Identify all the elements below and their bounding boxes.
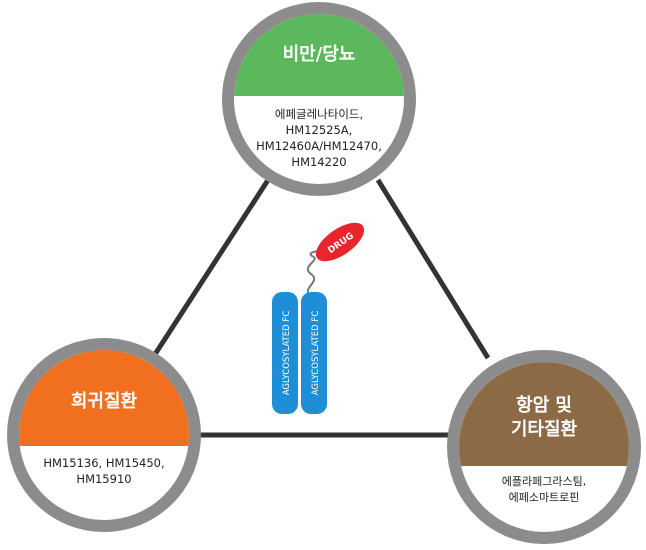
- node-rare-disease: 희귀질환 HM15136, HM15450, HM15910: [7, 338, 201, 532]
- fc-left-label: AGLYCOSYLATED FC: [282, 311, 292, 396]
- edge-top-left: [147, 178, 271, 364]
- linker-wave: [306, 250, 327, 297]
- fc-chain-left: [272, 292, 298, 414]
- node-obesity-diabetes: 비만/당뇨 에페글레나타이드, HM12525A, HM12460A/HM124…: [222, 2, 416, 196]
- node-oncology-title: 항암 및 기타질환: [459, 362, 629, 466]
- fc-chain-right: [301, 292, 327, 414]
- node-obesity-title: 비만/당뇨: [234, 14, 404, 96]
- node-oncology-desc: 에플라페그라스팀, 에페소마트로핀: [501, 475, 587, 504]
- node-rare-title: 희귀질환: [19, 350, 189, 446]
- edge-top-right: [375, 178, 491, 360]
- node-obesity-desc: 에페글레나타이드, HM12525A, HM12460A/HM12470, HM…: [256, 107, 382, 169]
- node-rare-desc: HM15136, HM15450, HM15910: [43, 456, 165, 486]
- fc-right-label: AGLYCOSYLATED FC: [311, 311, 321, 396]
- fc-molecule: DRUG AGLYCOSYLATED FC AGLYCOSYLATED FC: [272, 222, 365, 414]
- node-oncology-other: 항암 및 기타질환 에플라페그라스팀, 에페소마트로핀: [447, 350, 641, 544]
- drug-blob: DRUG: [315, 222, 365, 262]
